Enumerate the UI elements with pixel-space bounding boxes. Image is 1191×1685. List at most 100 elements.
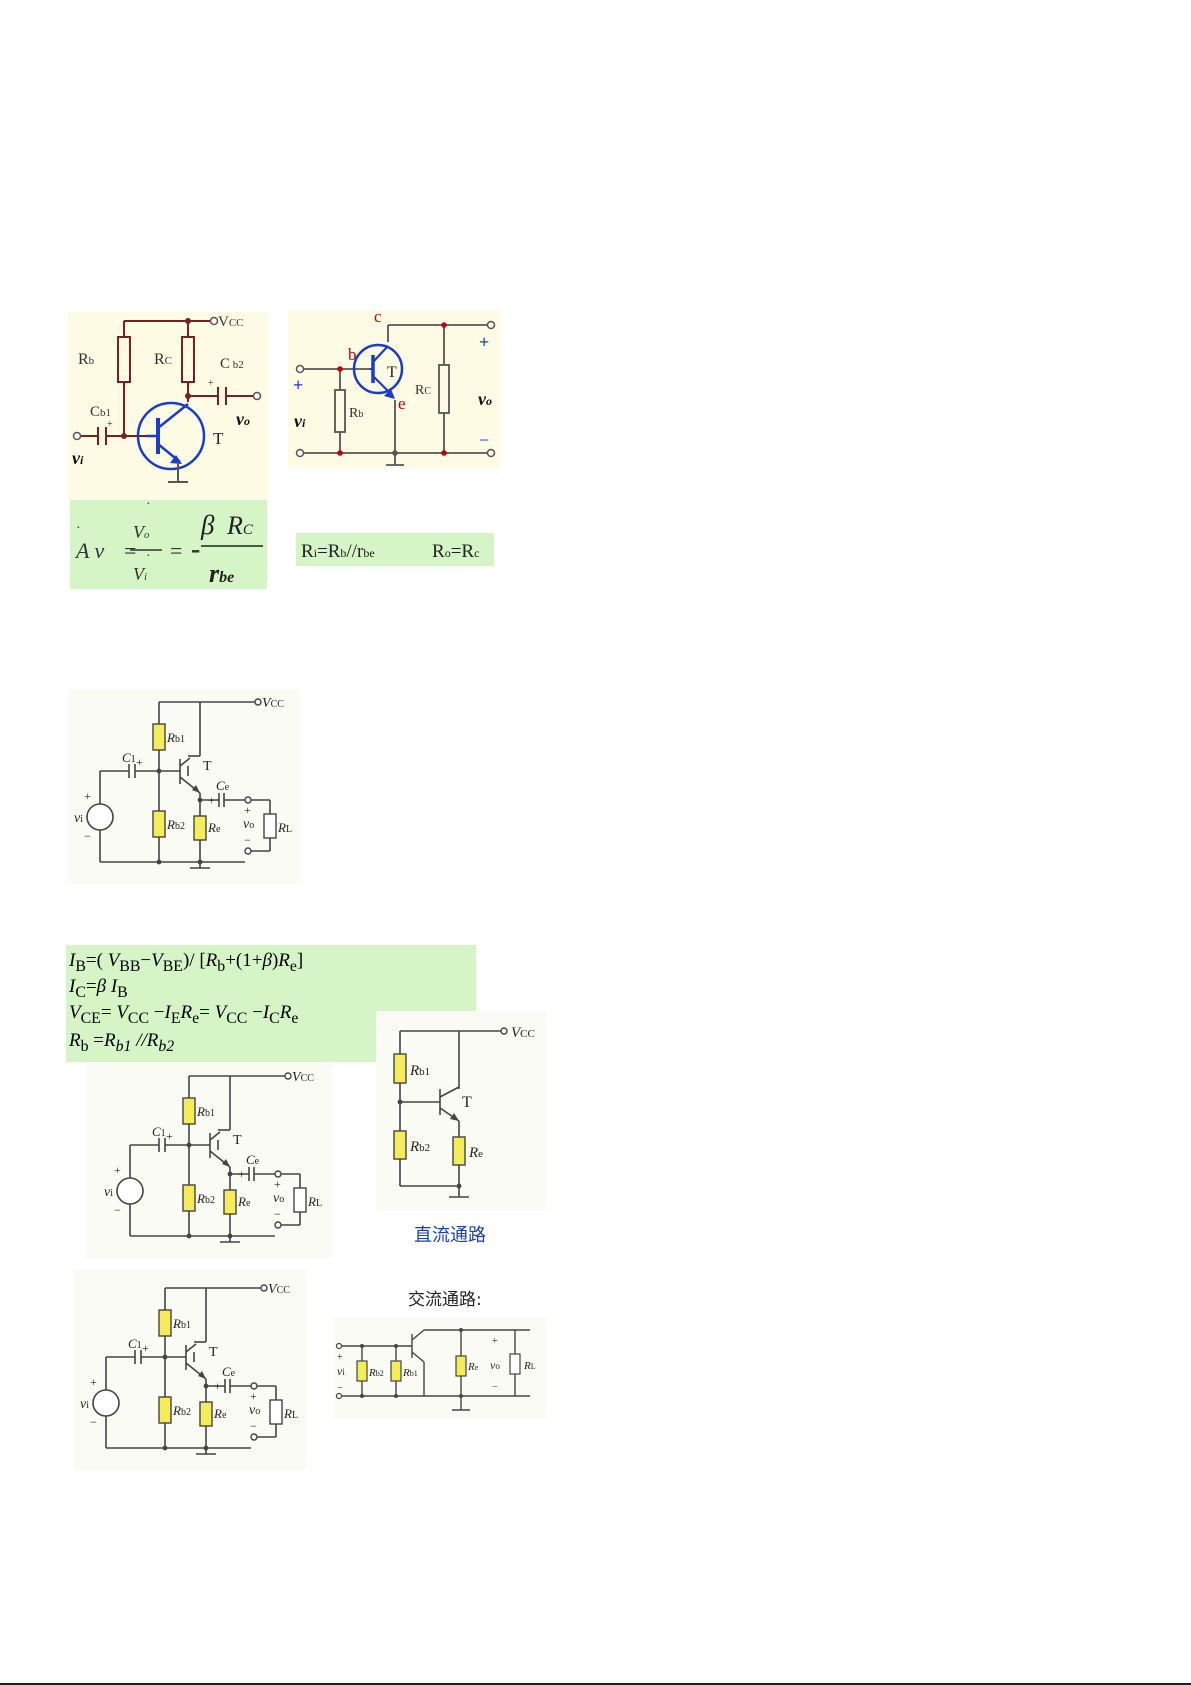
cb1-plus: +	[107, 419, 113, 430]
vi-label-eq: vi	[294, 411, 306, 431]
vo-plus-d2: +	[274, 1177, 281, 1191]
ce-label-d3: Ce	[222, 1364, 236, 1379]
ac-vo-minus: −	[492, 1382, 498, 1393]
transistor-symbol	[136, 401, 206, 471]
rl-label-d1: RL	[277, 820, 292, 835]
bias-formula-rb: Rb =Rb1 //Rb2	[69, 1030, 175, 1055]
vi-label-d1: vi	[74, 811, 83, 826]
eq-2: =	[170, 538, 182, 563]
ac-rb1-label: Rb1	[402, 1367, 418, 1379]
rb2-label-dc: Rb2	[409, 1139, 430, 1155]
rc-label-eq: RC	[415, 383, 431, 398]
vcc-label-d3: VCC	[268, 1282, 290, 1297]
vo-label-d3: vo	[249, 1403, 260, 1418]
emitter-label: e	[398, 394, 406, 413]
rb-label-eq: Rb	[349, 406, 363, 421]
rl-label-d3: RL	[283, 1406, 298, 1421]
vcc-label-d1: VCC	[262, 696, 284, 711]
base-label: b	[348, 345, 357, 364]
rb-resistor-eq	[334, 389, 346, 433]
ac-vi-label: vi	[337, 1364, 345, 1378]
c1-label-d3: C1	[128, 1336, 142, 1351]
vo-label-eq: vo	[478, 389, 492, 409]
bias-formulas-box-lower	[66, 1011, 376, 1062]
c1-plus-d2: +	[166, 1129, 173, 1143]
rc-label: RC	[154, 351, 172, 368]
vo-terminal	[252, 391, 262, 401]
transistor-label-d1: T	[203, 759, 212, 774]
rbe-symbol: rbe	[209, 559, 234, 588]
neg-sign: -	[191, 534, 200, 565]
transistor-label-dc: T	[462, 1094, 472, 1111]
small-signal-equivalent-diagram: c b e T Rb RC + + − vi vo	[288, 307, 500, 468]
ce-label-d1: Ce	[216, 778, 230, 793]
vo-plus-d3: +	[250, 1389, 257, 1403]
vcc-label-dc: VCC	[511, 1025, 535, 1041]
vo-label-d2: vo	[273, 1191, 284, 1206]
collector-label: c	[374, 307, 382, 326]
ac-vo-label: vo	[490, 1358, 500, 1372]
vo-minus: −	[479, 430, 489, 450]
vo-label-d1: vo	[243, 817, 254, 832]
bias-formula-vce: VCE= VCC −IERe= VCC −ICRe	[69, 1002, 299, 1027]
vo-minus-d3: −	[250, 1419, 257, 1433]
vi-label-d2: vi	[104, 1185, 113, 1200]
io-resistance-formula: Ri=Rb//rbe Ro=Rc	[296, 533, 494, 566]
vi-terminal	[72, 431, 82, 441]
vi-minus-d3: −	[90, 1415, 97, 1429]
ac-path-diagram: + vi − Rb2 Rb1 Re + vo − RL	[334, 1318, 546, 1418]
ac-vo-plus: +	[492, 1336, 498, 1347]
vcc-terminal	[209, 316, 219, 326]
transistor-label: T	[213, 429, 224, 448]
ce-plus-d1: +	[208, 793, 215, 807]
transistor-label-eq: T	[387, 364, 397, 381]
divider-bias-circuit-1: VCC Rb1 Rb2 Re RL C1 + Ce + T vi + − vo …	[68, 690, 300, 884]
rb1-label-d3: Rb1	[172, 1316, 191, 1331]
vo-minus-d1: −	[244, 833, 251, 847]
bias-formula-ic: IC=β IB	[69, 976, 128, 1001]
divider-bias-circuit-3: VCC Rb1 Rb2 Re RL C1 + Ce + T vi + − vo …	[74, 1270, 306, 1470]
ce-plus-d2: +	[238, 1167, 245, 1181]
c1-label-d1: C1	[122, 750, 136, 765]
vo-symbol: Vo	[133, 522, 150, 542]
divider-bias-circuit-2: VCC Rb1 Rb2 Re RL C1 + Ce + T vi + − vo …	[86, 1062, 332, 1258]
voltage-gain-formula: · · A v = Vo · Vi = - β RC rbe	[70, 497, 267, 589]
ce-plus-d3: +	[214, 1379, 221, 1393]
vi-plus: +	[293, 375, 303, 395]
transistor-label-d2: T	[233, 1133, 242, 1148]
rb-label: Rb	[78, 351, 95, 368]
vo-dot: ·	[146, 497, 151, 512]
re-label-d2: Re	[237, 1194, 251, 1209]
vi-minus-d2: −	[114, 1203, 121, 1217]
rb1-label-d2: Rb1	[196, 1104, 215, 1119]
re-label-d1: Re	[207, 820, 221, 835]
cb1-label: Cb1	[90, 404, 111, 420]
vo-label: vo	[236, 409, 250, 429]
rb-resistor	[117, 336, 131, 383]
vo-minus-d2: −	[274, 1207, 281, 1221]
ac-re-label: Re	[467, 1361, 479, 1373]
rc-resistor	[181, 336, 195, 383]
re-label-d3: Re	[213, 1406, 227, 1421]
vi-plus-d2: +	[114, 1163, 121, 1177]
vi-dot: ·	[146, 549, 151, 564]
bias-formulas-box	[66, 945, 476, 1011]
ac-rb2-label: Rb2	[368, 1367, 384, 1379]
rc-symbol: RC	[226, 511, 254, 540]
ac-rl-label: RL	[523, 1360, 536, 1372]
cb2-label: C b2	[220, 356, 244, 372]
vcc-label: VCC	[218, 314, 244, 330]
c1-plus-d1: +	[136, 755, 143, 769]
vo-plus-d1: +	[244, 803, 251, 817]
rc-resistor-eq	[438, 364, 450, 414]
rb2-label-d2: Rb2	[196, 1191, 215, 1206]
cb2-plus: +	[208, 378, 214, 389]
rb1-label-dc: Rb1	[409, 1063, 430, 1079]
vi-minus-d1: −	[84, 829, 91, 843]
vcc-label-d2: VCC	[292, 1070, 314, 1085]
re-label-dc: Re	[468, 1145, 483, 1161]
dc-path-diagram: VCC Rb1 Rb2 Re T	[376, 1011, 546, 1211]
rl-label-d2: RL	[307, 1194, 322, 1209]
ac-vi-plus: +	[337, 1352, 343, 1363]
transistor-label-d3: T	[209, 1345, 218, 1360]
